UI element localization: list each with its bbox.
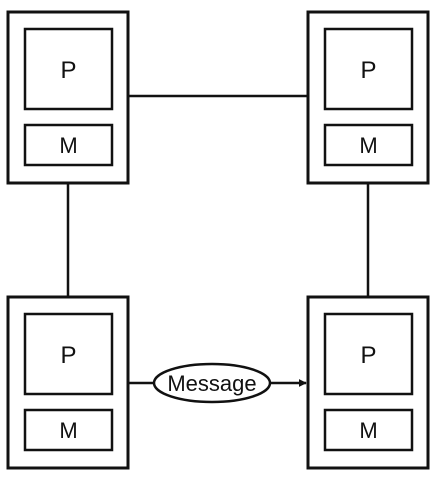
processor-box — [23, 27, 114, 111]
processor-box — [323, 27, 414, 111]
message-bubble: Message — [152, 362, 272, 404]
processor-box — [23, 312, 114, 396]
processor-label: P — [60, 342, 76, 369]
node-bottom-right: P M — [306, 295, 430, 470]
processor-label: P — [60, 57, 76, 84]
memory-box — [323, 408, 414, 452]
memory-box — [23, 408, 114, 452]
node-bottom-left: P M — [6, 295, 130, 470]
memory-box — [23, 123, 114, 167]
message-ellipse — [152, 362, 272, 404]
memory-label: M — [59, 418, 77, 443]
processor-label: P — [360, 57, 376, 84]
node-top-right: P M — [306, 10, 430, 185]
node-top-left: P M — [6, 10, 130, 185]
memory-label: M — [359, 133, 377, 158]
message-label: Message — [167, 371, 256, 396]
processor-label: P — [360, 342, 376, 369]
memory-box — [323, 123, 414, 167]
memory-label: M — [59, 133, 77, 158]
memory-label: M — [359, 418, 377, 443]
processor-box — [323, 312, 414, 396]
